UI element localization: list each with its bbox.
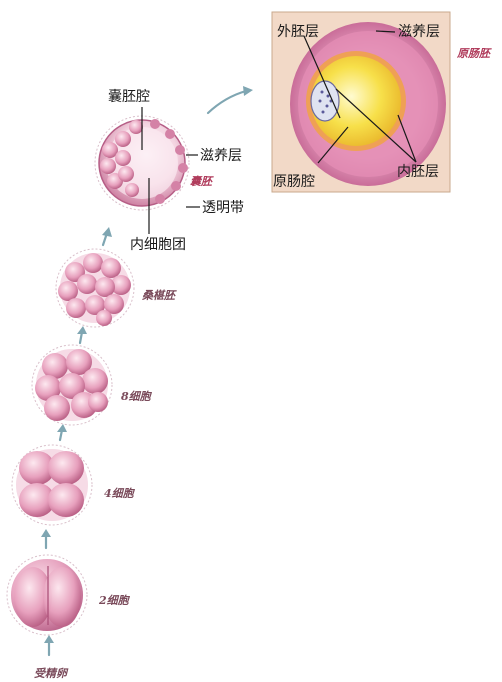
arrow-2cell-to-4cell bbox=[41, 529, 51, 548]
eight-cell-stage bbox=[32, 345, 112, 425]
morula-stage bbox=[56, 249, 134, 327]
zygote-stage bbox=[7, 555, 87, 635]
arrow-4cell-to-8cell bbox=[57, 424, 67, 440]
blastocoel-label: 囊胚腔 bbox=[108, 88, 150, 105]
gastrula-trophoblast-label: 滋养层 bbox=[398, 24, 440, 40]
four-cell-stage bbox=[12, 445, 92, 525]
blastocyst-trophoblast-label: 滋养层 bbox=[200, 148, 242, 164]
zygote-label: 受精卵 bbox=[34, 667, 69, 680]
arrow-8cell-to-morula bbox=[77, 326, 87, 343]
arrow-blastocyst-to-gastrula bbox=[208, 86, 253, 113]
morula-label: 桑椹胚 bbox=[142, 289, 177, 302]
arrow-zygote-to-2cell bbox=[44, 635, 54, 655]
inner-cell-mass-label: 内细胞团 bbox=[130, 237, 186, 253]
archenteron-label: 原肠腔 bbox=[273, 174, 315, 190]
two-cell-label: 2细胞 bbox=[98, 594, 131, 607]
arrow-morula-to-blastocyst bbox=[102, 227, 112, 245]
four-cell-label: 4细胞 bbox=[104, 487, 136, 500]
gastrula-label: 原肠胚 bbox=[456, 47, 492, 60]
endoderm-label: 内胚层 bbox=[397, 164, 439, 180]
eight-cell-label: 8细胞 bbox=[121, 390, 153, 403]
ectoderm-label: 外胚层 bbox=[277, 24, 319, 40]
blastocyst-label: 囊胚 bbox=[190, 175, 214, 188]
zona-pellucida-label: 透明带 bbox=[202, 200, 244, 216]
